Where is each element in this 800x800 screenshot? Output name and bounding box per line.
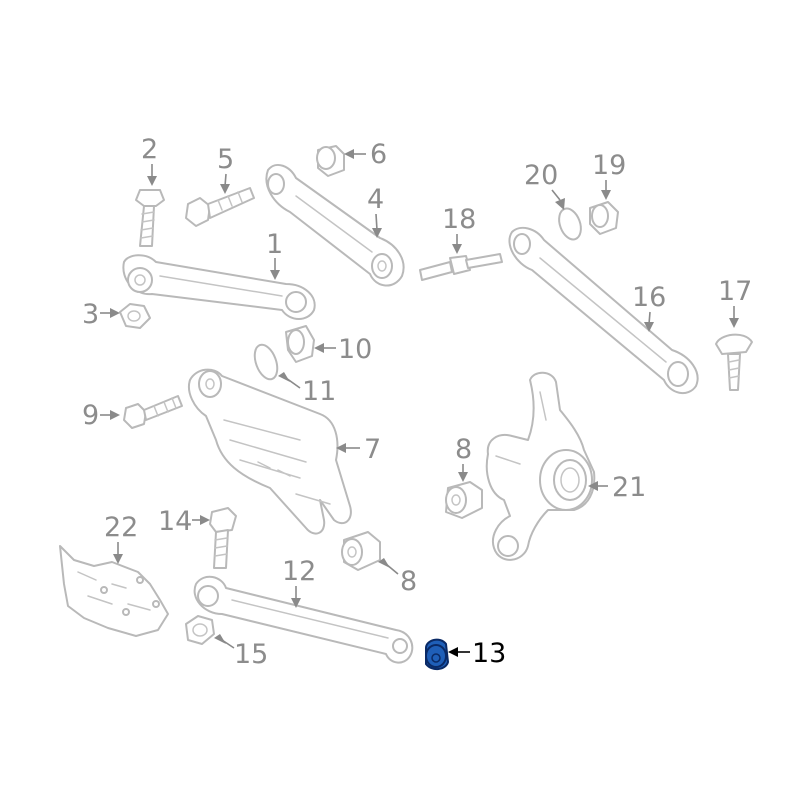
callout-3: 3 xyxy=(82,299,120,330)
callout-label-9: 9 xyxy=(82,400,99,431)
part-13-bushing-highlighted[interactable] xyxy=(425,638,450,670)
part-5-bolt[interactable] xyxy=(185,187,255,227)
callout-20: 20 xyxy=(524,160,565,210)
part-11-washer[interactable] xyxy=(250,342,281,383)
callout-14: 14 xyxy=(158,506,210,537)
part-19-nut[interactable] xyxy=(589,201,619,235)
callout-label-12: 12 xyxy=(282,556,316,587)
callout-4: 4 xyxy=(367,184,384,238)
callout-label-14: 14 xyxy=(158,506,192,537)
part-14-bolt[interactable] xyxy=(209,507,237,569)
callout-label-22: 22 xyxy=(104,512,138,543)
callout-15: 15 xyxy=(214,634,268,670)
callout-13-active: 13 xyxy=(448,638,506,669)
part-2-bolt[interactable] xyxy=(135,189,165,247)
callout-2: 2 xyxy=(141,134,158,186)
callout-18: 18 xyxy=(442,204,476,254)
callout-label-21: 21 xyxy=(612,472,646,503)
callout-label-19: 19 xyxy=(592,150,626,181)
callout-19: 19 xyxy=(592,150,626,200)
part-1-control-arm[interactable] xyxy=(122,254,316,320)
callout-label-8-lower: 8 xyxy=(400,566,417,597)
callout-label-10: 10 xyxy=(338,334,372,365)
callout-21: 21 xyxy=(588,472,646,503)
callout-1: 1 xyxy=(266,229,283,280)
callout-12: 12 xyxy=(282,556,316,608)
part-3-nut[interactable] xyxy=(119,303,151,329)
callout-label-20: 20 xyxy=(524,160,558,191)
part-7-trailing-arm[interactable] xyxy=(188,368,352,535)
callout-label-16: 16 xyxy=(632,282,666,313)
callout-7: 7 xyxy=(336,434,381,465)
callout-label-6: 6 xyxy=(370,139,387,170)
part-12-control-arm[interactable] xyxy=(193,575,414,664)
callout-label-11: 11 xyxy=(302,376,336,407)
part-17-bolt[interactable] xyxy=(715,333,753,391)
callout-10: 10 xyxy=(314,334,372,365)
callout-9: 9 xyxy=(82,400,120,431)
part-18-bolt[interactable] xyxy=(419,253,503,281)
part-10-bushing[interactable] xyxy=(285,325,315,363)
part-8-bushing-upper[interactable] xyxy=(445,481,483,519)
part-6-bushing[interactable] xyxy=(316,145,345,177)
callout-17: 17 xyxy=(718,276,752,328)
part-21-wheel-carrier[interactable] xyxy=(485,371,596,561)
callout-8-upper: 8 xyxy=(455,434,472,482)
callout-11: 11 xyxy=(278,372,336,407)
callout-22: 22 xyxy=(104,512,138,564)
part-4-control-arm[interactable] xyxy=(265,163,405,287)
callout-label-13: 13 xyxy=(472,638,506,669)
callout-16: 16 xyxy=(632,282,666,332)
callout-label-8-upper: 8 xyxy=(455,434,472,465)
callout-5: 5 xyxy=(217,144,234,194)
callout-label-18: 18 xyxy=(442,204,476,235)
part-20-washer[interactable] xyxy=(555,206,585,243)
callout-label-17: 17 xyxy=(718,276,752,307)
part-9-bolt[interactable] xyxy=(123,395,183,429)
callout-label-4: 4 xyxy=(367,184,384,215)
callout-label-2: 2 xyxy=(141,134,158,165)
callout-label-1: 1 xyxy=(266,229,283,260)
callout-8-lower: 8 xyxy=(378,558,417,597)
part-8-bushing-lower[interactable] xyxy=(341,531,381,571)
callout-label-15: 15 xyxy=(234,639,268,670)
callout-label-3: 3 xyxy=(82,299,99,330)
callout-label-5: 5 xyxy=(217,144,234,175)
callout-label-7: 7 xyxy=(364,434,381,465)
part-16-control-arm[interactable] xyxy=(508,226,699,395)
callout-6: 6 xyxy=(344,139,387,170)
part-15-nut[interactable] xyxy=(185,615,215,645)
part-22-heat-shield[interactable] xyxy=(59,545,169,637)
